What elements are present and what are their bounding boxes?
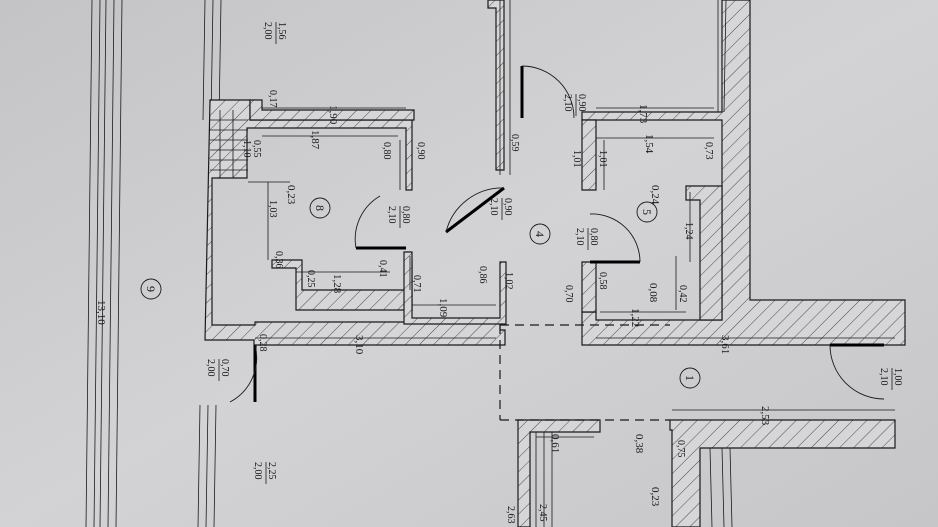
svg-text:2,00: 2,00	[252, 462, 263, 480]
svg-text:2,10: 2,10	[562, 94, 573, 112]
doors	[229, 65, 885, 403]
dim-036: 0,36	[273, 251, 284, 269]
svg-text:1,00: 1,00	[892, 368, 903, 386]
room-label-4: 4	[533, 231, 547, 237]
opening-labels: 0,90 2,10 0,90 2,10 0,80 2,10 0,80 2,10 …	[205, 22, 903, 484]
dim-073: 0,73	[703, 142, 714, 160]
dim-122: 1,22	[629, 308, 641, 327]
dim-024: 0,24	[649, 185, 661, 205]
svg-text:0,80: 0,80	[400, 206, 411, 224]
dim-059: 0,59	[509, 134, 520, 152]
dim-101a: 1,01	[571, 150, 582, 168]
room-label-9: 9	[144, 286, 158, 292]
dim-101b: 1,01	[597, 150, 608, 168]
svg-text:2,25: 2,25	[266, 462, 277, 480]
window-label-bottom: 2,25 2,00	[252, 462, 277, 484]
door-label-top-right: 0,90 2,10	[562, 94, 587, 116]
svg-text:0,90: 0,90	[576, 94, 587, 112]
room-labels: 8 4 5 1 9	[140, 197, 701, 389]
door-label-left-bottom: 0,70 2,00	[205, 359, 230, 381]
svg-text:2,10: 2,10	[574, 228, 585, 246]
dim-102: 1,02	[503, 272, 514, 290]
dim-017: 0,17	[267, 90, 278, 108]
dim-071: 0,71	[411, 275, 422, 293]
dim-090: 0,90	[415, 142, 426, 160]
dimension-labels: 13,10 1,90 1,87 0,17 0,55 1,10 0,23 0,80…	[95, 90, 771, 524]
dim-263: 2,63	[505, 506, 516, 524]
svg-text:0,80: 0,80	[588, 228, 599, 246]
walls	[204, 0, 906, 527]
dim-008: 0,08	[647, 283, 659, 303]
dim-190: 1,90	[327, 105, 339, 125]
door-label-right: 1,00 2,10	[878, 368, 903, 390]
exterior-wall-lines	[85, 0, 222, 527]
svg-text:0,70: 0,70	[219, 359, 230, 377]
dim-361: 3,61	[719, 335, 731, 354]
dim-041: 0,41	[377, 260, 388, 278]
room-circle-5	[636, 201, 658, 223]
dim-128: 1,28	[331, 274, 343, 294]
svg-text:2,10: 2,10	[386, 206, 397, 224]
dim-173: 1,73	[637, 104, 649, 124]
dim-103: 1,03	[267, 200, 278, 218]
dim-070: 0,70	[563, 285, 574, 303]
room-circle-9	[140, 278, 162, 300]
door-label-room4: 0,90 2,10	[488, 198, 513, 220]
dim-058: 0,58	[597, 272, 608, 290]
dim-253: 2,53	[759, 406, 771, 426]
svg-text:2,10: 2,10	[488, 198, 499, 216]
dim-overall: 13,10	[95, 300, 107, 325]
room-circle-1	[679, 367, 701, 389]
door-label-room8: 0,80 2,10	[386, 206, 411, 228]
dim-187: 1,87	[309, 130, 321, 150]
dim-124: 1,24	[683, 222, 694, 240]
dim-109: 1,09	[437, 298, 449, 318]
dim-080: 0,80	[381, 142, 392, 160]
dim-154: 1,54	[643, 134, 655, 154]
dim-025: 0,25	[305, 270, 316, 288]
dimension-lines	[248, 107, 895, 438]
zone-boundaries	[499, 324, 670, 421]
contour-lines	[210, 0, 733, 527]
dim-310: 3,10	[353, 335, 365, 355]
room-circle-4	[529, 223, 551, 245]
room-label-8: 8	[313, 205, 327, 211]
dim-023b: 0,23	[649, 487, 661, 507]
dim-061: 0,61	[549, 434, 561, 453]
dim-245: 2,45	[537, 504, 548, 522]
dim-075: 0,75	[675, 440, 686, 458]
dim-038: 0,38	[633, 434, 645, 454]
room-label-1: 1	[683, 375, 697, 381]
door-label-room5: 0,80 2,10	[574, 228, 599, 250]
dim-042: 0,42	[677, 285, 688, 303]
svg-text:2,10: 2,10	[878, 368, 889, 386]
dim-110: 1,10	[241, 140, 252, 158]
dim-086: 0,86	[477, 266, 488, 284]
dim-055: 0,55	[251, 140, 262, 158]
dim-023a: 0,23	[285, 185, 297, 205]
svg-text:2,00: 2,00	[262, 22, 273, 40]
svg-text:2,00: 2,00	[205, 359, 216, 377]
room-label-5: 5	[640, 209, 654, 215]
svg-text:0,90: 0,90	[502, 198, 513, 216]
dim-028: 0,28	[257, 334, 268, 352]
window-label-top: 1,56 2,00	[262, 22, 287, 44]
room-circle-8	[309, 197, 331, 219]
svg-text:1,56: 1,56	[276, 22, 287, 40]
